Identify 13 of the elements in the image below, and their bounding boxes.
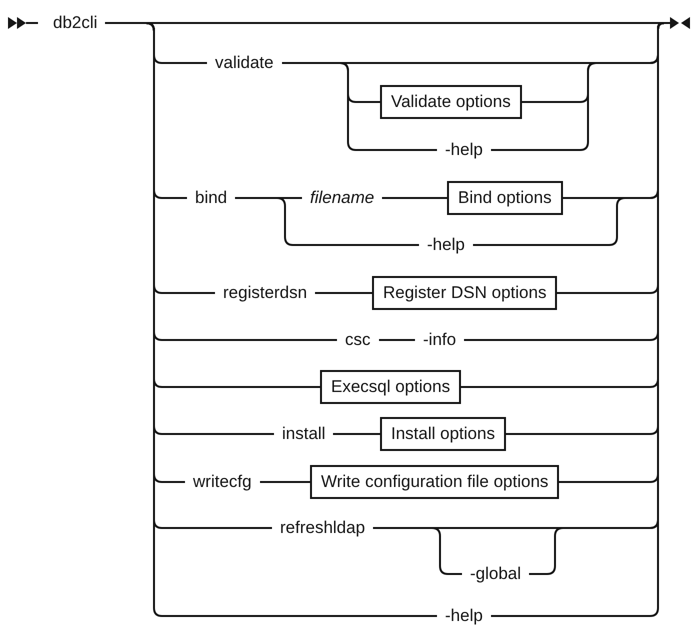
option-block: Install options [380, 417, 506, 451]
option-block: Register DSN options [372, 276, 558, 310]
syntax-line [333, 433, 380, 435]
option-block: Bind options [447, 181, 563, 215]
option-block: Execsql options [320, 370, 462, 404]
syntax-line [260, 481, 310, 483]
syntax-line [315, 292, 372, 294]
option-block: Write configuration file options [310, 465, 560, 499]
syntax-line [382, 197, 447, 199]
syntax-line [235, 197, 419, 246]
option-block: Validate options [380, 85, 522, 119]
end-marker-icon [670, 17, 690, 29]
syntax-line [379, 339, 415, 341]
